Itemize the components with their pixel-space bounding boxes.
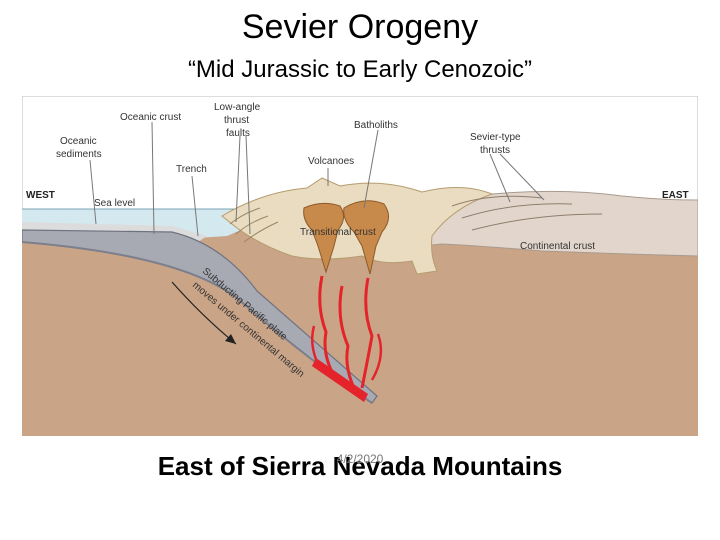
label-trench: Trench	[176, 164, 207, 175]
label-west: WEST	[26, 190, 55, 201]
label-continental-crust: Continental crust	[520, 241, 595, 252]
label-low-angle-3: faults	[226, 128, 250, 139]
sevier-orogeny-diagram: Oceanic crust Oceanic sediments Low-angl…	[22, 96, 698, 436]
label-sevier-2: thrusts	[480, 145, 510, 156]
label-low-angle-2: thrust	[224, 115, 249, 126]
label-volcanoes: Volcanoes	[308, 156, 354, 167]
label-sea-level: Sea level	[94, 198, 135, 209]
label-batholiths: Batholiths	[354, 120, 398, 131]
slide-title: Sevier Orogeny	[0, 8, 720, 47]
label-sevier-1: Sevier-type	[470, 132, 521, 143]
label-oceanic-sediments-2: sediments	[56, 149, 102, 160]
label-low-angle-1: Low-angle	[214, 102, 261, 113]
mantle	[22, 226, 698, 436]
label-transitional-crust: Transitional crust	[300, 227, 376, 238]
label-oceanic-crust: Oceanic crust	[120, 112, 181, 123]
slide-subtitle: “Mid Jurassic to Early Cenozoic”	[0, 56, 720, 84]
label-oceanic-sediments-1: Oceanic	[60, 136, 97, 147]
date-stamp: 4/2/2020	[315, 452, 405, 466]
label-east: EAST	[662, 190, 689, 201]
